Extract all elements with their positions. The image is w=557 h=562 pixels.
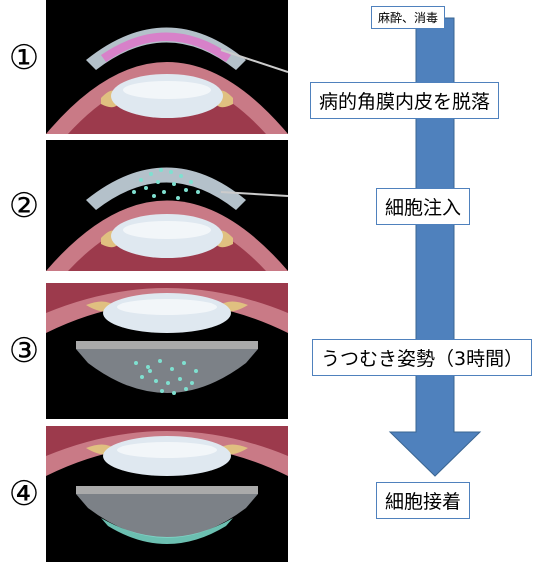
- step-number-2: ②: [8, 186, 40, 226]
- step-number-4: ④: [8, 474, 40, 514]
- step-number-3: ③: [8, 331, 40, 371]
- step-number-1: ①: [8, 38, 40, 78]
- eye-illustration-1: [46, 27, 288, 134]
- label-prone-position: うつむき姿勢（3時間）: [312, 339, 533, 376]
- eye-panel-1: [46, 0, 288, 134]
- eye-panel-3: [46, 283, 288, 419]
- label-cell-injection: 細胞注入: [376, 188, 471, 225]
- flow-arrow: [388, 17, 482, 477]
- eye-panel-4: [46, 426, 288, 562]
- eye-illustration-3: [46, 283, 288, 395]
- label-strip-endothelium: 病的角膜内皮を脱落: [310, 82, 500, 119]
- label-cell-adhesion: 細胞接着: [376, 482, 471, 519]
- eye-illustration-2: [46, 167, 288, 271]
- eye-panel-2: [46, 140, 288, 271]
- eye-illustration-4: [46, 426, 288, 544]
- label-anesthesia: 麻酔、消毒: [371, 6, 446, 29]
